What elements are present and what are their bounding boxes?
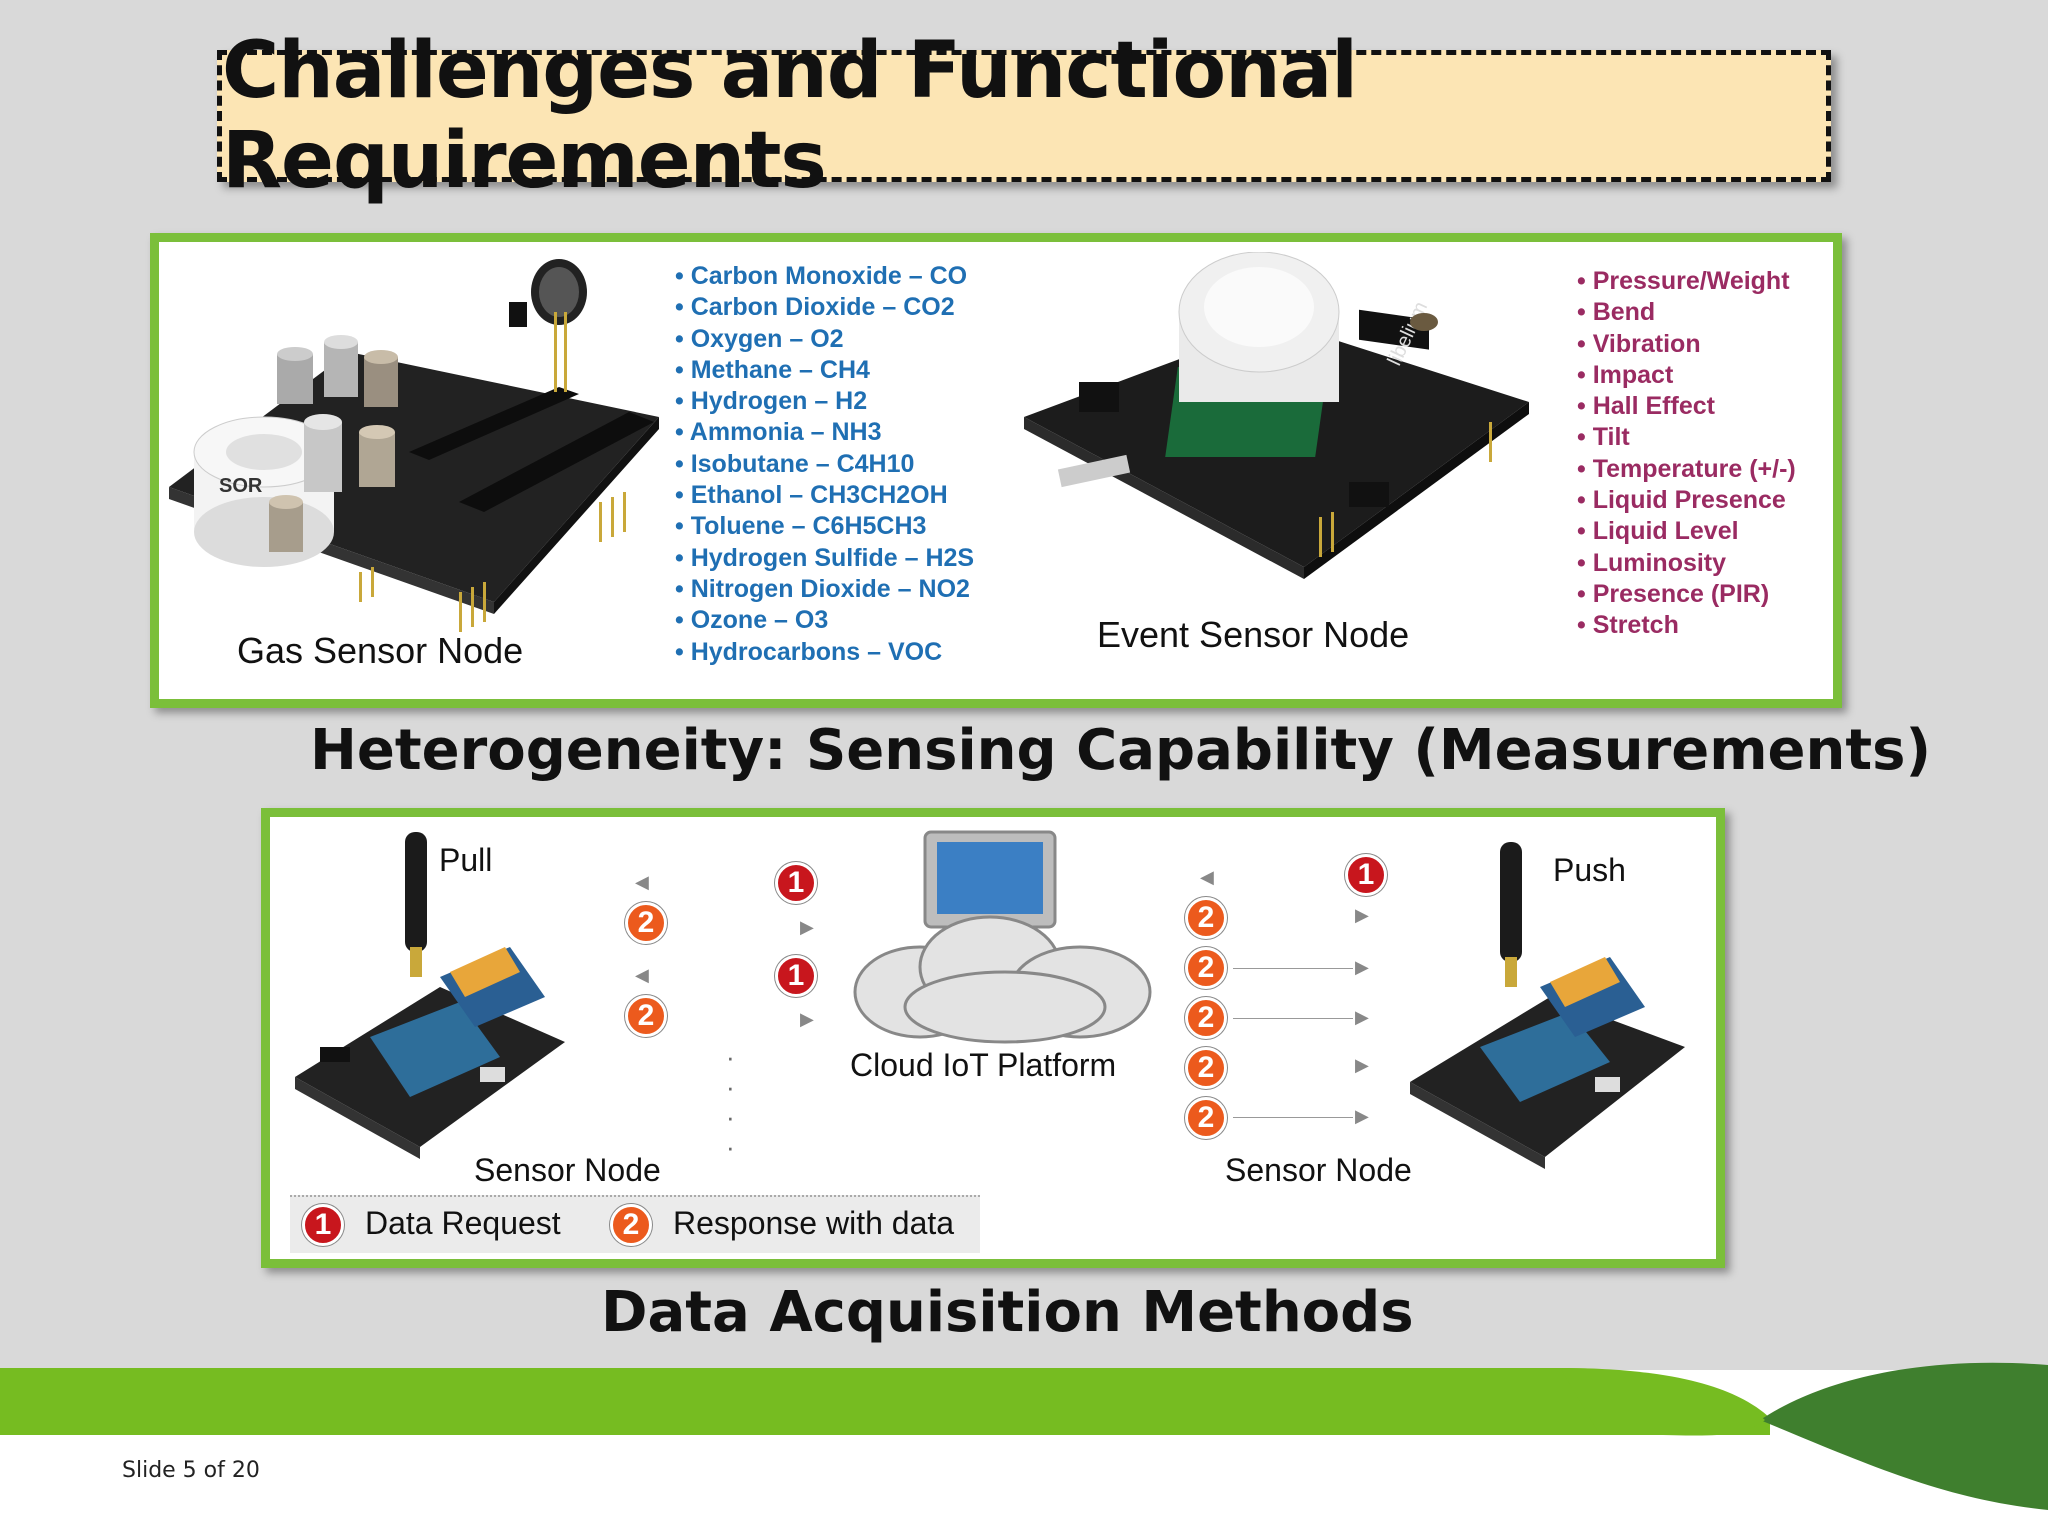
response-badge: 2 bbox=[1185, 1047, 1227, 1089]
gas-measurement-list: Carbon Monoxide – CO Carbon Dioxide – CO… bbox=[675, 261, 974, 668]
left-sensor-node-image bbox=[295, 832, 565, 1159]
cloud-monitor-icon bbox=[853, 830, 1152, 1044]
request-badge: 1 bbox=[1345, 854, 1387, 896]
event-sensor-board-image: libelium bbox=[1024, 252, 1529, 579]
cloud-label: Cloud IoT Platform bbox=[850, 1047, 1117, 1083]
legend: 1 Data Request 2 Response with data bbox=[290, 1195, 980, 1253]
response-badge: 2 bbox=[1185, 1097, 1227, 1139]
title-box: Challenges and Functional Requirements bbox=[217, 26, 1831, 206]
event-item: Vibration bbox=[1577, 329, 1796, 360]
push-arrow-line bbox=[1233, 1117, 1353, 1118]
event-measurement-list: Pressure/Weight Bend Vibration Impact Ha… bbox=[1577, 266, 1796, 642]
right-arrow-icon: ▶ bbox=[1355, 1106, 1369, 1126]
event-item: Impact bbox=[1577, 360, 1796, 391]
event-item: Stretch bbox=[1577, 610, 1796, 641]
response-badge: 2 bbox=[625, 902, 667, 944]
gas-item: Carbon Monoxide – CO bbox=[675, 261, 974, 292]
right-arrow-icon: ▶ bbox=[1355, 1007, 1369, 1027]
sensing-caption: Heterogeneity: Sensing Capability (Measu… bbox=[310, 718, 1932, 783]
left-node-label: Sensor Node bbox=[474, 1152, 661, 1188]
right-arrow-icon: ▶ bbox=[1355, 905, 1369, 925]
event-item: Luminosity bbox=[1577, 548, 1796, 579]
response-badge: 2 bbox=[625, 995, 667, 1037]
request-badge: 1 bbox=[775, 862, 817, 904]
gas-board-text: SOR bbox=[219, 475, 263, 497]
right-arrow-icon: ▶ bbox=[1355, 957, 1369, 977]
event-item: Liquid Level bbox=[1577, 516, 1796, 547]
gas-item: Ozone – O3 bbox=[675, 605, 974, 636]
response-badge: 2 bbox=[1185, 897, 1227, 939]
right-arrow-icon: ▶ bbox=[800, 1009, 814, 1029]
legend-request-badge: 1 bbox=[302, 1204, 344, 1246]
push-label: Push bbox=[1553, 852, 1626, 888]
acquisition-caption: Data Acquisition Methods bbox=[601, 1280, 1414, 1345]
response-badge: 2 bbox=[1185, 997, 1227, 1039]
event-item: Presence (PIR) bbox=[1577, 579, 1796, 610]
gas-item: Hydrogen – H2 bbox=[675, 386, 974, 417]
gas-item: Carbon Dioxide – CO2 bbox=[675, 292, 974, 323]
legend-response-badge: 2 bbox=[610, 1204, 652, 1246]
response-badge: 2 bbox=[1185, 947, 1227, 989]
gas-item: Hydrocarbons – VOC bbox=[675, 637, 974, 668]
legend-response-label: Response with data bbox=[673, 1205, 955, 1241]
acquisition-panel: Pull Sensor Node ◀ 2 ◀ 2 ···· 1 ▶ 1 ▶ Cl… bbox=[261, 808, 1725, 1268]
right-arrow-icon: ▶ bbox=[1355, 1055, 1369, 1075]
gas-item: Nitrogen Dioxide – NO2 bbox=[675, 574, 974, 605]
left-arrow-icon: ◀ bbox=[635, 872, 649, 892]
left-arrow-icon: ◀ bbox=[635, 965, 649, 985]
request-badge: 1 bbox=[775, 955, 817, 997]
gas-item: Methane – CH4 bbox=[675, 355, 974, 386]
event-item: Tilt bbox=[1577, 422, 1796, 453]
gas-item: Hydrogen Sulfide – H2S bbox=[675, 543, 974, 574]
right-arrow-icon: ▶ bbox=[800, 917, 814, 937]
sensing-panel: SOR Gas Sensor Node Carbon Monoxide – CO… bbox=[150, 233, 1842, 708]
left-arrow-icon: ◀ bbox=[1200, 867, 1214, 887]
continuation-dots: ···· bbox=[726, 1042, 735, 1162]
event-sensor-label: Event Sensor Node bbox=[1097, 614, 1410, 655]
pull-label: Pull bbox=[439, 842, 493, 878]
gas-item: Ammonia – NH3 bbox=[675, 417, 974, 448]
gas-sensor-label: Gas Sensor Node bbox=[237, 630, 524, 671]
gas-item: Oxygen – O2 bbox=[675, 324, 974, 355]
gas-item: Isobutane – C4H10 bbox=[675, 449, 974, 480]
push-arrow-line bbox=[1233, 968, 1353, 969]
slide-title: Challenges and Functional Requirements bbox=[222, 26, 1358, 206]
gas-item: Ethanol – CH3CH2OH bbox=[675, 480, 974, 511]
gas-sensor-board-image: SOR bbox=[169, 259, 659, 632]
event-item: Liquid Presence bbox=[1577, 485, 1796, 516]
footer-swoosh bbox=[0, 1362, 2048, 1510]
push-arrow-line bbox=[1233, 1018, 1353, 1019]
event-item: Hall Effect bbox=[1577, 391, 1796, 422]
legend-request-label: Data Request bbox=[365, 1205, 561, 1241]
gas-item: Toluene – C6H5CH3 bbox=[675, 511, 974, 542]
right-node-label: Sensor Node bbox=[1225, 1152, 1412, 1188]
event-item: Pressure/Weight bbox=[1577, 266, 1796, 297]
event-item: Bend bbox=[1577, 297, 1796, 328]
slide-number: Slide 5 of 20 bbox=[122, 1458, 260, 1483]
right-sensor-node-image bbox=[1410, 842, 1685, 1169]
event-item: Temperature (+/-) bbox=[1577, 454, 1796, 485]
